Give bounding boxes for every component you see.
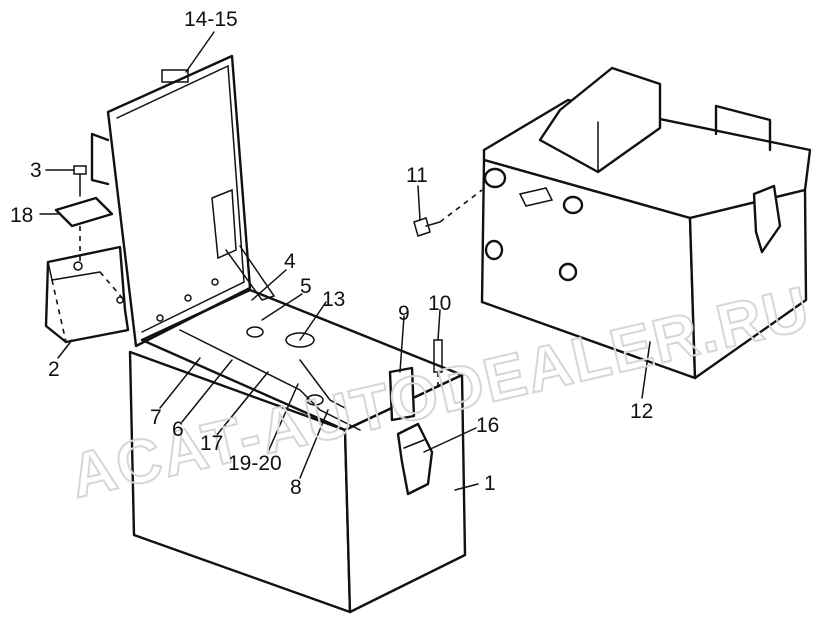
label-2: 2	[48, 358, 60, 381]
label-1: 1	[484, 472, 496, 495]
label-8: 8	[290, 476, 302, 499]
leader-lines	[39, 31, 651, 491]
label-19-20: 19-20	[228, 452, 282, 475]
label-3: 3	[30, 159, 42, 182]
small-box-part-2	[44, 245, 130, 344]
label-18: 18	[10, 204, 33, 227]
label-13: 13	[322, 288, 345, 311]
label-17: 17	[200, 432, 223, 455]
main-box-part-1	[90, 54, 467, 614]
label-16: 16	[476, 414, 499, 437]
label-4: 4	[284, 250, 296, 273]
label-10: 10	[428, 292, 451, 315]
label-5: 5	[300, 275, 312, 298]
label-11: 11	[406, 164, 428, 187]
label-14-15: 14-15	[184, 8, 238, 31]
label-12: 12	[630, 400, 653, 423]
label-6: 6	[172, 418, 184, 441]
label-9: 9	[398, 302, 410, 325]
plate-part-18	[54, 196, 114, 228]
closed-box-part-12	[413, 66, 812, 380]
label-7: 7	[150, 406, 162, 429]
